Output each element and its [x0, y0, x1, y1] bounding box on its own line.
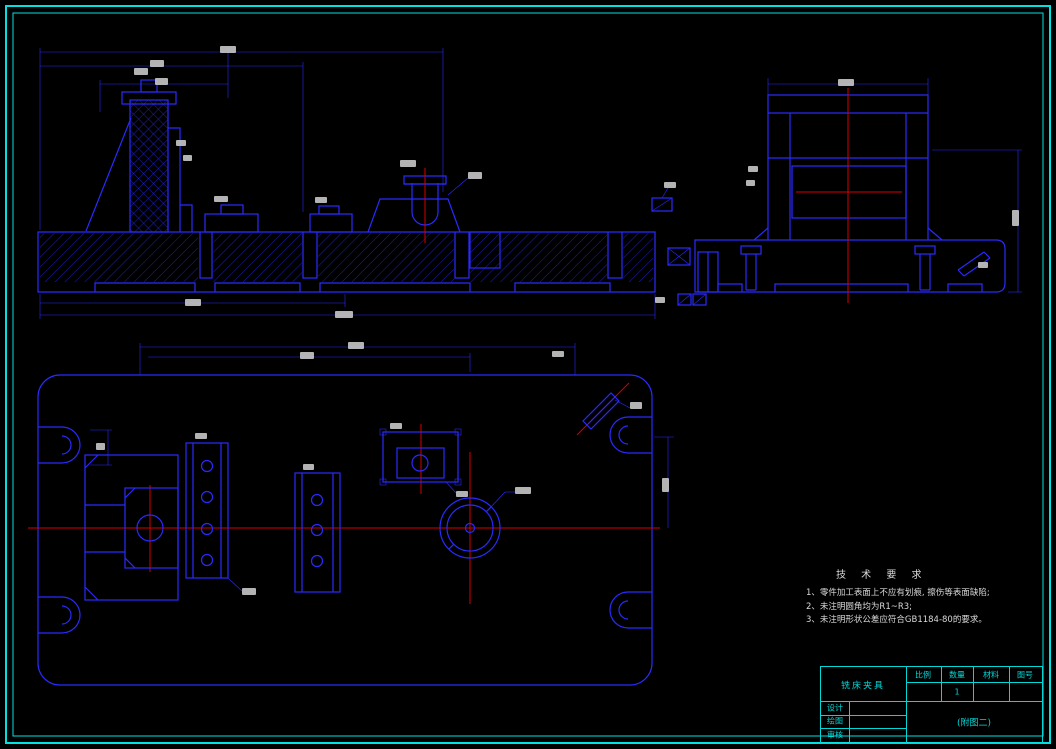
- title-block-line: [973, 667, 974, 701]
- title-block-line: [821, 701, 1042, 702]
- part-name: 铣床夹具: [840, 681, 886, 692]
- plan-outline: [37, 374, 653, 686]
- bracket-window: [791, 165, 907, 219]
- title-block-line: [906, 667, 907, 743]
- sheet-frame: [5, 5, 1051, 744]
- check-label: 审核: [827, 730, 843, 740]
- column-section: [129, 99, 169, 233]
- title-block-line: [1009, 667, 1010, 701]
- title-block-line: [906, 682, 1042, 683]
- sheet-note: (附图二): [956, 718, 992, 729]
- draft-label: 绘图: [827, 716, 843, 726]
- detail-parts: [651, 187, 707, 306]
- design-label: 设计: [827, 703, 843, 713]
- title-block: 铣床夹具 比例 数量 材料 图号 1 设计 绘图 审核 (附图二): [820, 666, 1043, 744]
- left-clamp-block: [84, 454, 179, 601]
- drawing-no-label: 图号: [1017, 670, 1033, 680]
- center-block: [367, 198, 461, 233]
- locator-block: [379, 428, 462, 494]
- plan-view: [28, 343, 674, 686]
- bushing-circle: [439, 491, 515, 559]
- title-block-line: [849, 701, 850, 743]
- tech-requirement-item: 2、未注明圆角均为R1~R3;: [806, 601, 913, 612]
- side-view: [694, 78, 1022, 303]
- material-label: 材料: [983, 670, 999, 680]
- hole-bar-left: [185, 442, 243, 592]
- angled-clamp: [582, 392, 631, 430]
- scale-label: 比例: [915, 670, 931, 680]
- qty-label: 数量: [949, 670, 965, 680]
- dimension-labels: [96, 46, 1019, 595]
- title-block-line: [821, 728, 906, 729]
- tech-requirement-item: 1、零件加工表面上不应有划痕, 擦伤等表面缺陷;: [806, 588, 990, 598]
- hole-bar-middle: [294, 472, 341, 593]
- title-block-line: [941, 667, 942, 701]
- front-section-view: [37, 48, 656, 319]
- tech-requirement-item: 3、未注明形状公差应符合GB1184-80的要求。: [806, 615, 987, 625]
- tech-requirements-title: 技 术 要 求: [836, 570, 928, 581]
- title-block-line: [821, 715, 906, 716]
- base-plate-outline: [37, 231, 656, 293]
- side-base-outline: [694, 239, 1006, 293]
- clamp-slots: [38, 416, 652, 634]
- technical-requirements: 技 术 要 求 1、零件加工表面上不应有划痕, 擦伤等表面缺陷; 2、未注明圆角…: [806, 566, 1056, 628]
- qty-value: 1: [954, 687, 960, 697]
- side-view-dimensions: [767, 78, 1022, 293]
